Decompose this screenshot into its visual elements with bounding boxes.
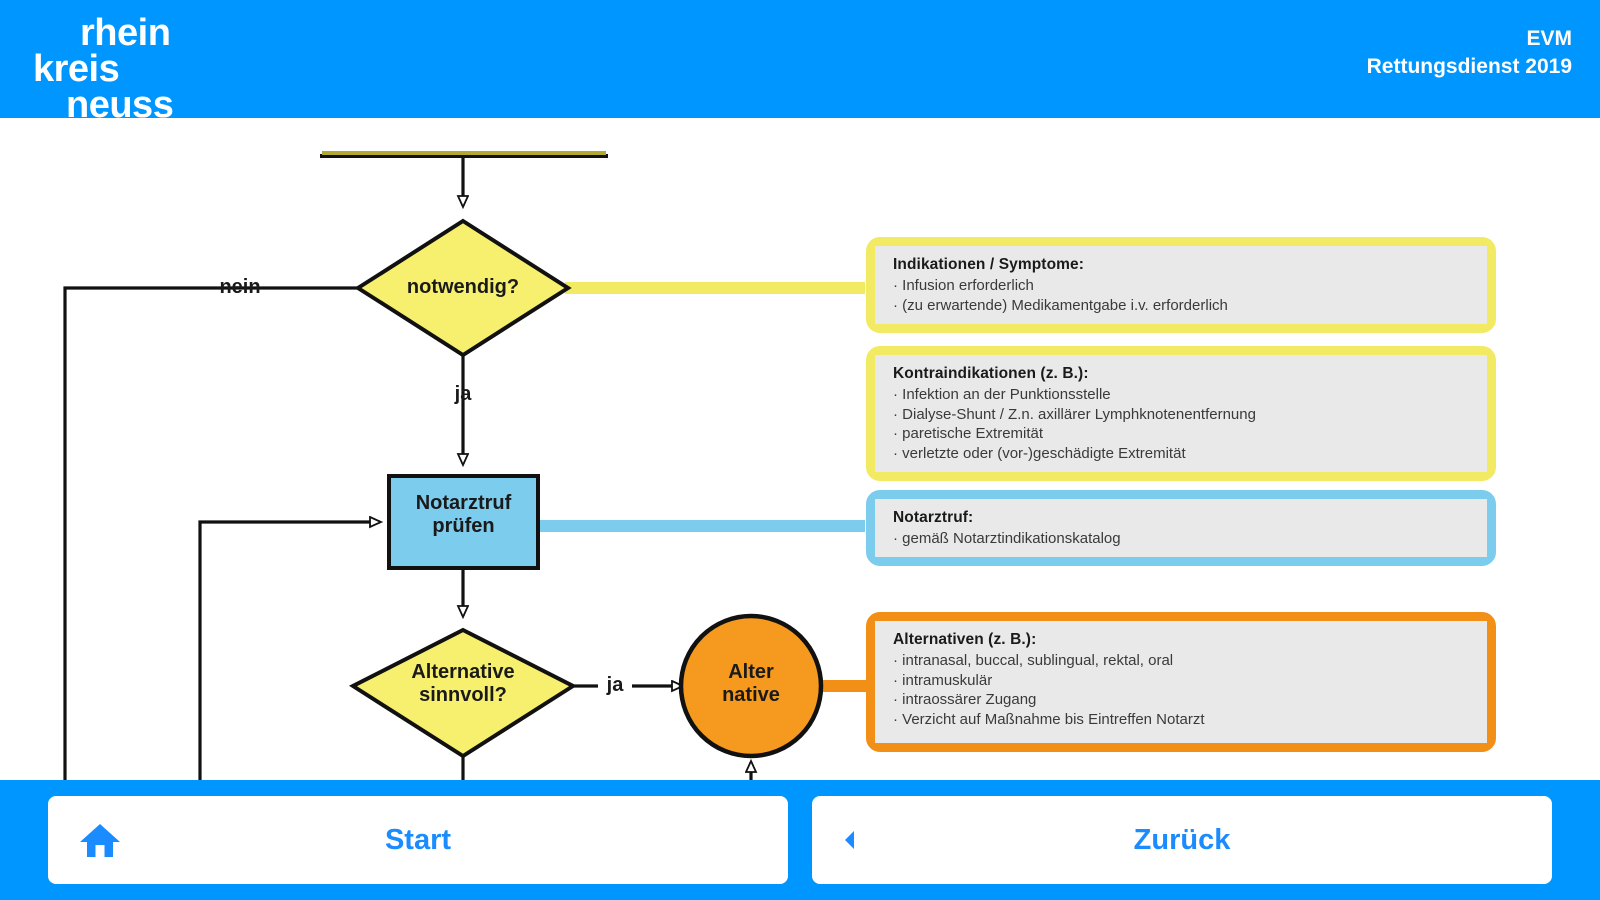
- info-box-indikationen-inner: Indikationen / Symptome: · Infusion erfo…: [875, 246, 1487, 324]
- edge-nein-branch: [63, 286, 358, 780]
- info-box-alternativen-line-2: · intramuskulär: [893, 671, 993, 689]
- triangle-left-icon: [842, 829, 858, 851]
- node-alternative-shape: [348, 627, 578, 759]
- info-box-kontraindikationen-line-1: · Infektion an der Punktionsstelle: [893, 386, 1111, 403]
- home-icon: [78, 820, 122, 860]
- logo-line-3: neuss: [66, 84, 174, 126]
- info-box-alternativen-line-1: · intranasal, buccal, sublingual, rektal…: [893, 652, 1174, 669]
- logo-line-2: kreis: [33, 48, 120, 90]
- info-box-alternativen: Alternativen (z. B.): · intranasal, bucc…: [866, 612, 1496, 752]
- app-header: rhein kreis neuss EVM Rettungsdienst 201…: [0, 0, 1600, 124]
- node-altcircle-shape: [678, 613, 824, 759]
- info-box-kontraindikationen-line-2: · Dialyse-Shunt / Z.n. axillärer Lymphkn…: [893, 405, 1256, 423]
- info-box-notarztruf-title: Notarztruf:: [893, 509, 974, 526]
- info-box-notarztruf: Notarztruf: · gemäß Notarztindikationska…: [866, 490, 1496, 566]
- footer-toolbar: Start Zurück: [0, 780, 1600, 900]
- info-box-indikationen: Indikationen / Symptome: · Infusion erfo…: [866, 237, 1496, 333]
- header-title-block: EVM Rettungsdienst 2019: [1367, 26, 1572, 82]
- info-box-kontraindikationen: Kontraindikationen (z. B.): · Infektion …: [866, 346, 1496, 481]
- connector-notwendig-to-indikationen: [565, 282, 865, 294]
- back-button[interactable]: Zurück: [812, 796, 1552, 884]
- connector-altcircle-to-alternativen: [818, 680, 878, 692]
- info-box-alternativen-line-4: · Verzicht auf Maßnahme bis Eintreffen N…: [893, 710, 1205, 728]
- edge-loopback-to-notarztruf: [198, 522, 380, 780]
- logo-rhein-kreis-neuss: rhein kreis neuss: [28, 12, 258, 124]
- info-box-kontraindikationen-inner: Kontraindikationen (z. B.): · Infektion …: [875, 355, 1487, 472]
- connector-notarztruf-to-infobox: [537, 520, 865, 532]
- page-title: EVM: [1526, 27, 1572, 50]
- flowchart-diagram: [63, 151, 878, 780]
- node-notwendig-shape: [354, 218, 572, 358]
- logo-line-1: rhein: [80, 12, 171, 54]
- info-box-kontraindikationen-line-3: · paretische Extremität: [893, 425, 1044, 442]
- node-notarztruf-shape: [387, 474, 540, 570]
- info-box-indikationen-line-2: · (zu erwartende) Medikamentgabe i.v. er…: [893, 296, 1228, 314]
- back-button-label: Zurück: [1133, 823, 1231, 856]
- start-button-label: Start: [384, 823, 452, 856]
- info-box-alternativen-line-3: · intraossärer Zugang: [893, 691, 1037, 708]
- page-subtitle: Rettungsdienst 2019: [1366, 55, 1572, 78]
- info-box-alternativen-inner: Alternativen (z. B.): · intranasal, bucc…: [875, 621, 1487, 743]
- info-box-notarztruf-line-1: · gemäß Notarztindikationskatalog: [893, 530, 1121, 547]
- info-box-indikationen-title: Indikationen / Symptome:: [893, 256, 1085, 273]
- info-box-notarztruf-inner: Notarztruf: · gemäß Notarztindikationska…: [875, 499, 1487, 557]
- info-box-kontraindikationen-title: Kontraindikationen (z. B.):: [893, 365, 1089, 382]
- info-box-kontraindikationen-line-4: · verletzte oder (vor-)geschädigte Extre…: [893, 444, 1186, 462]
- info-box-indikationen-line-1: · Infusion erforderlich: [893, 277, 1034, 294]
- header-divider: [0, 118, 1600, 124]
- start-button[interactable]: Start: [48, 796, 788, 884]
- flowchart-canvas: notwendig? Notarztruf prüfen Alternative…: [0, 124, 1600, 780]
- info-box-alternativen-title: Alternativen (z. B.):: [893, 631, 1037, 648]
